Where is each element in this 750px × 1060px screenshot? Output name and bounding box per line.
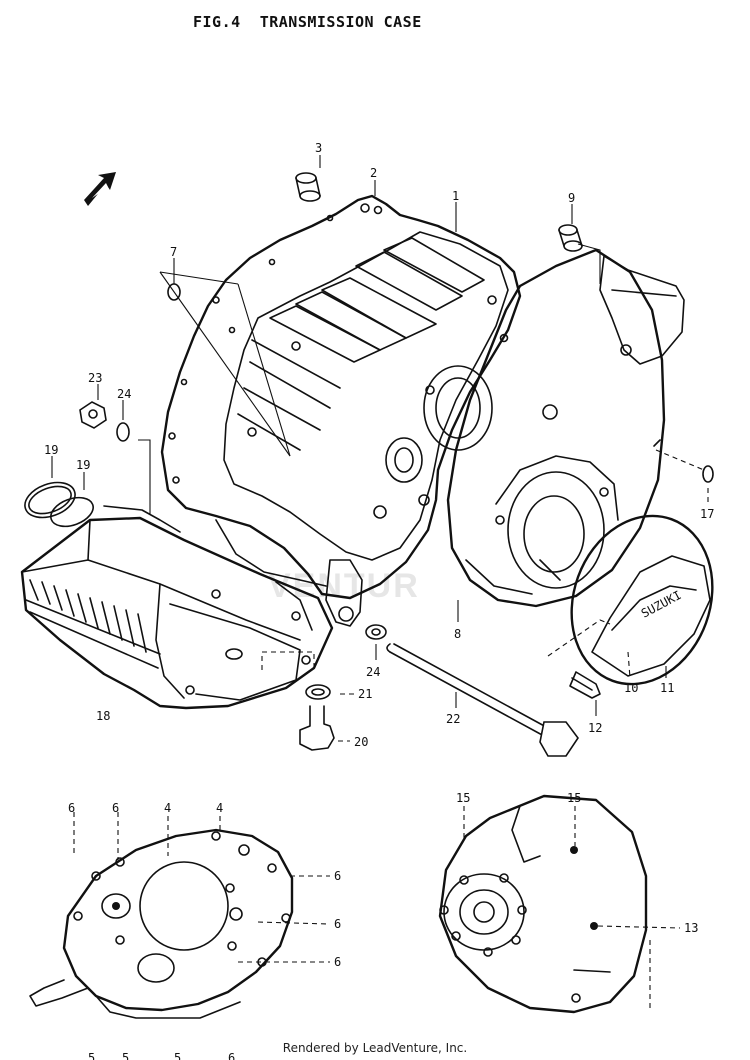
callout-22: 22 xyxy=(446,712,460,726)
callout-2: 2 xyxy=(370,166,377,180)
callout-11: 11 xyxy=(660,681,674,695)
callout-7: 7 xyxy=(170,245,177,259)
transmission-cover xyxy=(446,248,685,608)
callout-5-b: 5 xyxy=(122,1051,129,1060)
callout-3: 3 xyxy=(315,141,322,155)
callout-19-a: 19 xyxy=(44,443,58,457)
dowel-pin xyxy=(295,172,321,202)
oil-pan xyxy=(20,505,334,710)
callout-15-b: 15 xyxy=(567,791,581,805)
callout-13: 13 xyxy=(684,921,698,935)
callout-5-c: 5 xyxy=(174,1051,181,1060)
inset-crankcase xyxy=(29,828,294,1019)
callout-6-b: 6 xyxy=(112,801,119,815)
o-ring-inner xyxy=(50,496,94,528)
callout-23: 23 xyxy=(88,371,102,385)
callout-6-f: 6 xyxy=(228,1051,235,1060)
inset-cover xyxy=(438,794,648,1014)
callout-15-a: 15 xyxy=(456,791,470,805)
callout-24-lower: 24 xyxy=(366,665,380,679)
callout-4-b: 4 xyxy=(216,801,223,815)
transmission-case xyxy=(160,194,522,631)
o-ring xyxy=(24,481,76,519)
seal-ring xyxy=(653,439,714,483)
drain-plug xyxy=(299,684,335,751)
callout-4-a: 4 xyxy=(164,801,171,815)
washer xyxy=(365,624,387,640)
footer-credit: Rendered by LeadVenture, Inc. xyxy=(282,1041,468,1055)
callout-9: 9 xyxy=(568,191,575,205)
callout-20: 20 xyxy=(354,735,368,749)
leader-lines xyxy=(51,155,709,1010)
callout-8: 8 xyxy=(454,627,461,641)
svg-text:SUZUKI: SUZUKI xyxy=(639,588,684,621)
dowel-pin-small xyxy=(558,224,583,252)
callout-19-b: 19 xyxy=(76,458,90,472)
callout-6-d: 6 xyxy=(334,917,341,931)
figure-title: FIG.4 TRANSMISSION CASE xyxy=(193,13,422,31)
callout-17: 17 xyxy=(700,507,714,521)
callout-10: 10 xyxy=(624,681,638,695)
washer-upper xyxy=(116,422,130,442)
callout-24-upper: 24 xyxy=(117,387,131,401)
nut xyxy=(79,401,107,429)
callout-6-a: 6 xyxy=(68,801,75,815)
long-through-bolt xyxy=(386,643,579,757)
bolt-small xyxy=(569,671,601,699)
oil-pan-fins xyxy=(25,579,161,669)
callout-1: 1 xyxy=(452,189,459,203)
callout-6-e: 6 xyxy=(334,955,341,969)
callout-21: 21 xyxy=(358,687,372,701)
callout-12: 12 xyxy=(588,721,602,735)
front-arrow-icon xyxy=(84,172,116,206)
callouts: 3 2 1 7 9 23 24 19 19 17 8 24 21 10 11 1… xyxy=(44,141,714,1060)
callout-5-a: 5 xyxy=(88,1051,95,1060)
callout-6-c: 6 xyxy=(334,869,341,883)
callout-18: 18 xyxy=(96,709,110,723)
